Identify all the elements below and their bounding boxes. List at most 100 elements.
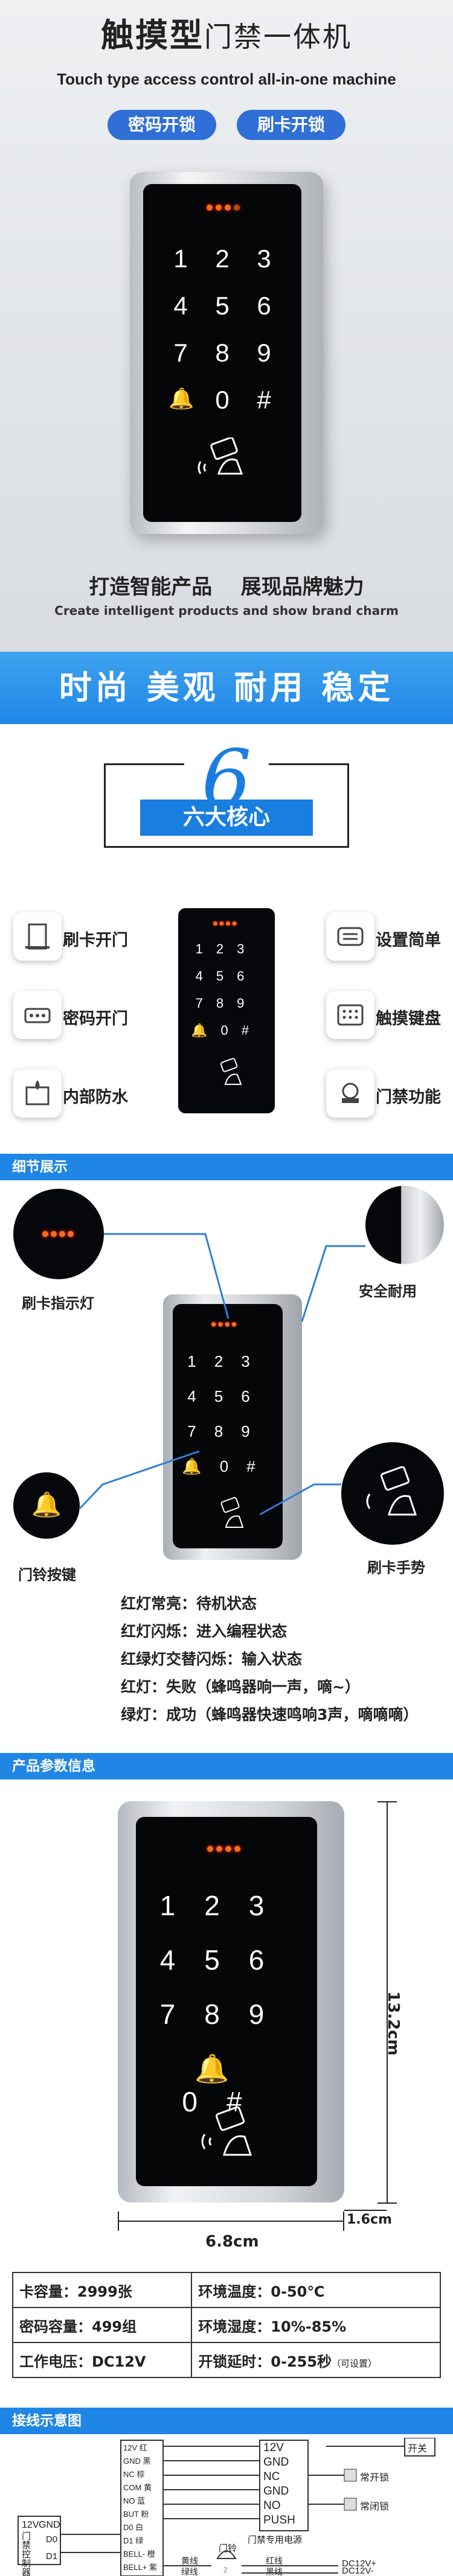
tagline-cn: 打造智能产品 展现品牌魅力 (89, 575, 364, 599)
card-reader-icon (198, 437, 243, 475)
state-2: 红灯闪烁：进入编程状态 (121, 1623, 288, 1640)
height-dim-line (387, 1801, 388, 2202)
height-text: 13.2cm (384, 1991, 402, 2056)
pin-d1: D1 绿 (123, 2536, 144, 2545)
safety-closeup (365, 1186, 444, 1264)
ps-gnd2: GND (263, 2485, 289, 2498)
detail-led (211, 1322, 237, 1327)
gesture-card-icon (366, 1466, 417, 1516)
section-wiring-header: 接线示意图 (0, 2408, 453, 2434)
red-wire: 红线 (266, 2556, 283, 2566)
green-wire: 绿线 (181, 2567, 198, 2576)
state-3: 红绿灯交替闪烁：输入状态 (121, 1650, 303, 1668)
key-3[interactable]: 3 (257, 244, 271, 273)
key-hash[interactable]: # (257, 386, 271, 414)
state-5: 绿灯：成功（蜂鸣器快速鸣响3声，嘀嘀嘀） (121, 1706, 419, 1723)
feature-waterproof: 内部防水 (63, 1088, 128, 1107)
controller-label: 门禁控制器 (22, 2531, 31, 2576)
label-doorbell: 门铃按键 (18, 1566, 76, 1583)
detail-keys-row2: 456 (187, 1387, 268, 1405)
detail-keys-row3: 789 (187, 1422, 268, 1440)
label-safety: 安全耐用 (359, 1283, 417, 1300)
pin-no: NO 蓝 (123, 2496, 146, 2505)
settings-icon (326, 912, 374, 961)
black-wire: 黑线 (266, 2567, 283, 2576)
device-panel: 1 2 3 4 5 6 7 8 9 🔔 0 # (143, 184, 301, 522)
hero-title-bold: 触摸型 (101, 16, 204, 54)
param-keys-row2: 456 (159, 1944, 294, 1976)
lock-closed-label: 常闭锁 (360, 2502, 390, 2512)
section-params-header: 产品参数信息 (0, 1753, 453, 1779)
feature-settings: 设置简单 (376, 931, 441, 950)
spec-cell: 工作电压：DC12V (11, 2342, 193, 2378)
key-5[interactable]: 5 (215, 291, 230, 320)
yellow-wire: 黄线 (181, 2556, 198, 2566)
controller-12v: 12V (22, 2520, 39, 2530)
key-8[interactable]: 8 (215, 339, 230, 367)
key-9[interactable]: 9 (257, 339, 271, 367)
param-card-icon (201, 2107, 252, 2156)
spec-cell: 环境温度：0-50℃ (191, 2272, 441, 2308)
spec-delay: 开锁延时：0-255秒 (198, 2353, 332, 2370)
spec-cell: 卡容量：2999张 (11, 2272, 193, 2308)
doorbell-icon: 🔔 (31, 1492, 62, 1518)
power-label: 门禁专用电源 (248, 2535, 303, 2545)
key-6[interactable]: 6 (257, 291, 271, 320)
width-dim-cap-right (343, 2212, 344, 2231)
detail-connectors (79, 1233, 365, 1516)
key-7[interactable]: 7 (173, 339, 188, 367)
key-1[interactable]: 1 (173, 244, 188, 273)
label-indicator: 刷卡指示灯 (22, 1295, 94, 1312)
feature-keypad: 触摸键盘 (376, 1010, 441, 1028)
pill-card: 刷卡开锁 (237, 110, 345, 140)
param-keys-row1: 123 (159, 1890, 294, 1921)
page-number: 2 (223, 2566, 228, 2574)
indicator-closeup (13, 1189, 104, 1279)
detail-panel: 123 456 789 🔔0# (173, 1304, 283, 1548)
spec-row: 卡容量：2999张 环境温度：0-50℃ (11, 2272, 441, 2308)
spec-cell: 开锁延时：0-255秒（可设置） (191, 2342, 441, 2378)
core-keys-row1: 123 (195, 941, 258, 956)
hero-title-light: 门禁一体机 (204, 21, 352, 53)
core-device: 123 456 789 🔔0# (178, 908, 275, 1113)
param-panel: 123 456 789 🔔0# (136, 1817, 317, 2186)
key-2[interactable]: 2 (215, 244, 230, 273)
pill-password: 密码开锁 (108, 110, 216, 140)
pin-12v: 12V 红 (123, 2443, 147, 2452)
doorbell-label: 门铃 (219, 2543, 237, 2554)
detail-card-icon (220, 1497, 244, 1528)
keypad-icon (326, 991, 374, 1039)
core-keys-row4: 🔔0# (191, 1023, 262, 1038)
core-keys-row2: 456 (195, 968, 258, 984)
depth-text: 1.6cm (347, 2212, 392, 2227)
bell-icon[interactable]: 🔔 (169, 387, 194, 410)
ps-push: PUSH (263, 2514, 295, 2527)
section-detail-header: 细节展示 (0, 1154, 453, 1180)
six-frame-gap (184, 757, 269, 771)
pin-d0: D0 白 (123, 2523, 144, 2532)
controller-d1: D1 (46, 2551, 58, 2562)
lock-open-label: 常开锁 (360, 2473, 390, 2483)
param-keys-row4: 🔔0# (182, 2053, 271, 2117)
gesture-closeup (341, 1442, 444, 1545)
feature-access: 门禁功能 (376, 1088, 441, 1107)
spec-delay-note: （可设置） (332, 2358, 378, 2369)
core-led (213, 921, 237, 926)
width-dim-line (118, 2221, 344, 2222)
key-0[interactable]: 0 (215, 386, 230, 414)
feature-card-door: 刷卡开门 (63, 931, 128, 950)
detail-keys-row1: 123 (187, 1352, 268, 1370)
param-device: 123 456 789 🔔0# (118, 1801, 344, 2202)
key-4[interactable]: 4 (173, 291, 188, 320)
six-title: 六大核心 (140, 800, 313, 836)
feature-banner: 时尚 美观 耐用 稳定 (0, 652, 453, 724)
led-indicator (207, 205, 240, 211)
spec-cell: 密码容量：499组 (11, 2307, 193, 2343)
state-4: 红灯：失败（蜂鸣器响一声，嘀~） (121, 1678, 360, 1696)
spec-table: 卡容量：2999张 环境温度：0-50℃ 密码容量：499组 环境湿度：10%-… (11, 2272, 441, 2378)
dc-plus: DC12V+ (342, 2559, 377, 2569)
ps-no: NO (263, 2499, 281, 2512)
state-1: 红灯常亮：待机状态 (121, 1595, 257, 1612)
core-keys-row3: 789 (195, 996, 258, 1011)
